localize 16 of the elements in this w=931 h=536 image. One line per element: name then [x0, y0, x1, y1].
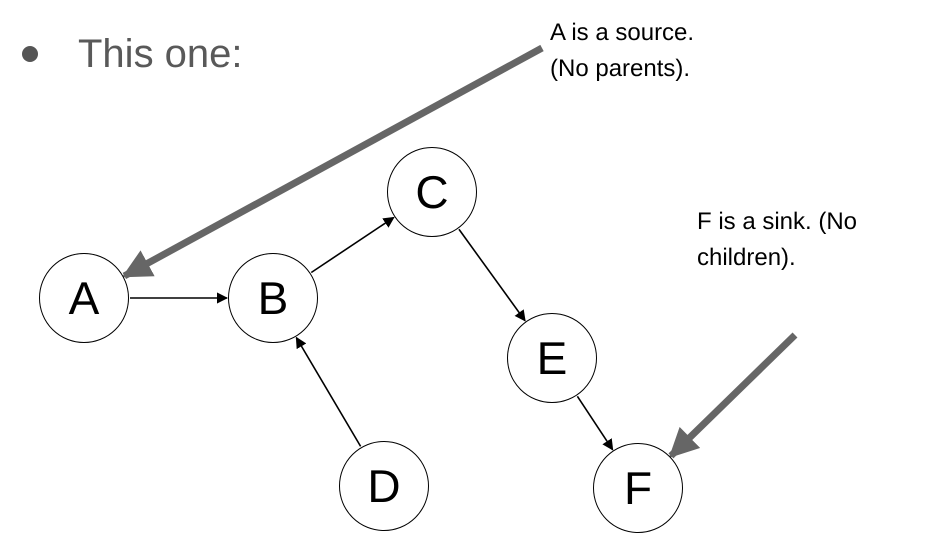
node-label: F: [624, 465, 652, 511]
arrow: [576, 396, 614, 451]
node-label: B: [258, 275, 288, 321]
arrow: [458, 228, 526, 322]
node-label: E: [536, 335, 568, 381]
arrow: [668, 332, 798, 458]
node-label: A: [68, 275, 100, 321]
callout-text: F is a sink. (No children).: [697, 204, 863, 276]
arrow: [296, 336, 362, 447]
arrow: [130, 292, 228, 304]
arrow: [122, 44, 544, 280]
node-label: C: [415, 169, 449, 215]
callout-text: A is a source. (No parents).: [550, 15, 716, 87]
node-label: D: [367, 463, 401, 509]
bullet-text: This one:: [78, 34, 243, 74]
arrow: [310, 216, 395, 274]
